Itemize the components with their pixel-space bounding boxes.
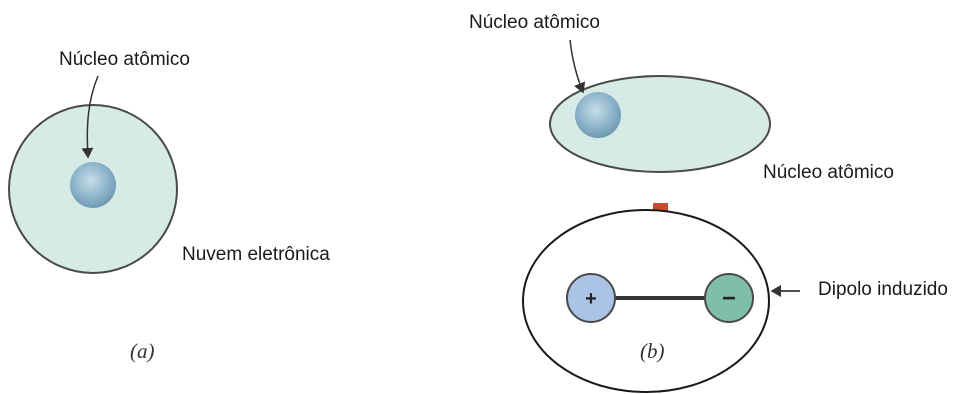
caption-b: (b) <box>640 339 665 363</box>
negative-pole <box>704 273 754 323</box>
negative-sign: − <box>722 285 736 312</box>
dipole-label: Dipolo induzido <box>818 279 948 300</box>
electron-cloud-label-a: Nuvem eletrônica <box>182 244 330 265</box>
nucleus-b <box>575 92 621 138</box>
positive-sign: + <box>585 288 597 310</box>
side-label-b: Núcleo atômico <box>763 162 894 183</box>
nucleus-label-b: Núcleo atômico <box>469 12 600 33</box>
nucleus-pointer-b <box>569 39 586 94</box>
caption-a: (a) <box>130 339 155 363</box>
nucleus-label-a: Núcleo atômico <box>59 49 190 70</box>
positive-pole <box>566 273 616 323</box>
nucleus-a <box>70 162 116 208</box>
nucleus-pointer-a <box>81 75 99 159</box>
dipole-boundary <box>522 209 770 393</box>
